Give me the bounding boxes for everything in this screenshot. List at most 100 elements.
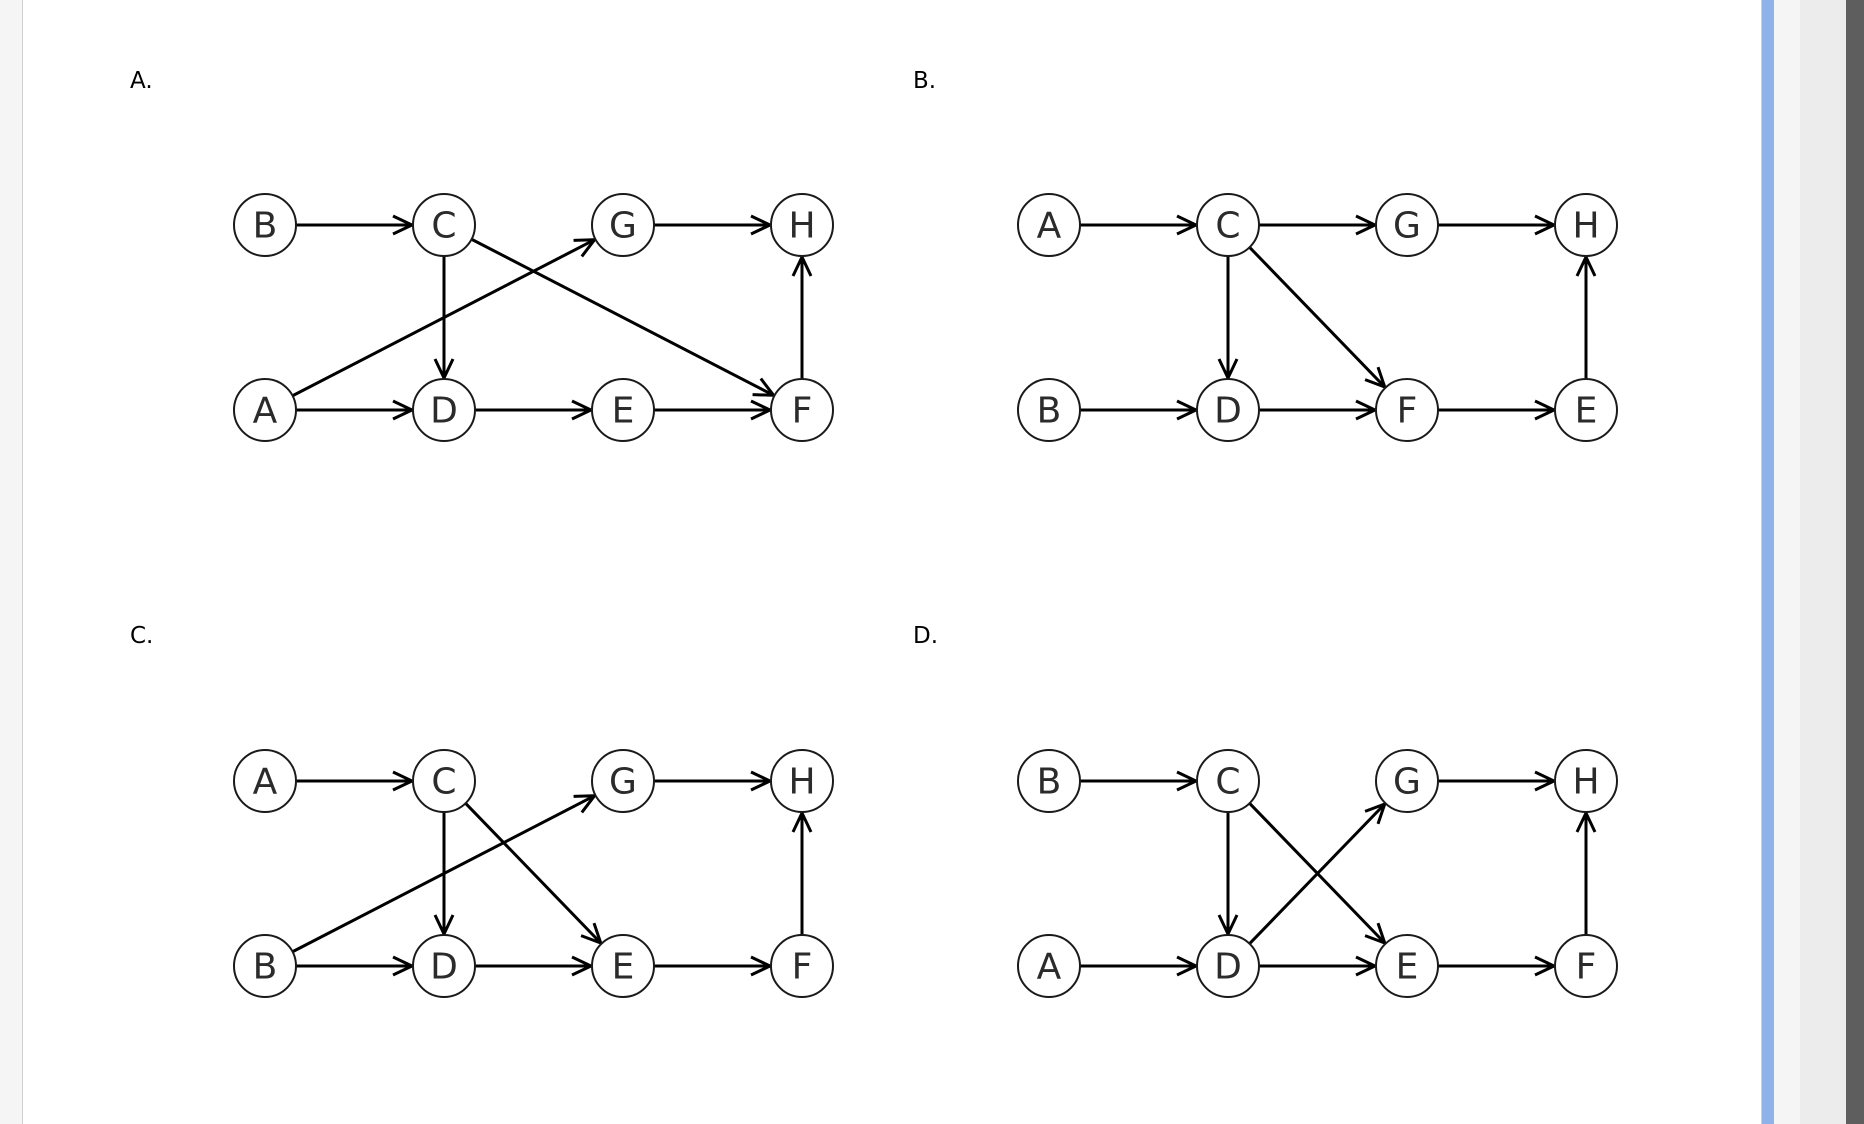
node-label-A: A: [1037, 947, 1062, 988]
node-label-B: B: [253, 206, 278, 247]
node-F: F: [770, 934, 834, 998]
edge-G-H: [654, 214, 774, 236]
node-E: E: [1554, 378, 1618, 442]
edge-C-F: [1248, 246, 1388, 390]
node-F: F: [770, 378, 834, 442]
node-label-H: H: [1572, 762, 1599, 803]
node-D: D: [412, 378, 476, 442]
edge-A-C: [296, 770, 416, 792]
node-H: H: [770, 193, 834, 257]
edge-B-C: [296, 214, 416, 236]
node-B: B: [1017, 749, 1081, 813]
node-label-B: B: [1037, 762, 1062, 803]
node-label-D: D: [430, 391, 458, 432]
edge-G-H: [654, 770, 774, 792]
node-C: C: [412, 193, 476, 257]
node-C: C: [1196, 193, 1260, 257]
node-C: C: [1196, 749, 1260, 813]
edge-A-C: [1080, 214, 1200, 236]
option-b-label: B.: [913, 68, 937, 94]
node-D: D: [1196, 378, 1260, 442]
edge-D-E: [475, 955, 595, 977]
edge-C-D: [1217, 812, 1239, 938]
edge-C-G: [1259, 214, 1379, 236]
node-E: E: [591, 378, 655, 442]
page-edge-highlight: [1762, 0, 1774, 1124]
option-a-label: A.: [130, 68, 153, 94]
node-label-G: G: [609, 206, 637, 247]
node-label-B: B: [1037, 391, 1062, 432]
node-label-F: F: [1576, 947, 1597, 988]
node-label-F: F: [792, 947, 813, 988]
node-label-H: H: [788, 206, 815, 247]
edge-E-F: [654, 955, 774, 977]
edge-C-F: [470, 237, 777, 397]
node-label-D: D: [1214, 391, 1242, 432]
edge-E-H: [1575, 253, 1597, 379]
node-label-E: E: [612, 947, 635, 988]
edge-F-E: [1438, 399, 1558, 421]
option-d-label: D.: [913, 623, 939, 649]
node-G: G: [1375, 193, 1439, 257]
edge-B-D: [1080, 399, 1200, 421]
node-G: G: [1375, 749, 1439, 813]
option-b-graph: A C G H B D F E: [1017, 193, 1618, 442]
option-a-graph: B C G H A D E F: [233, 193, 834, 442]
document-page: [22, 0, 1762, 1124]
node-F: F: [1375, 378, 1439, 442]
node-label-F: F: [792, 391, 813, 432]
node-H: H: [1554, 749, 1618, 813]
node-E: E: [1375, 934, 1439, 998]
edge-B-D: [296, 955, 416, 977]
edge-B-G: [291, 794, 598, 954]
node-label-E: E: [612, 391, 635, 432]
edge-D-E: [1259, 955, 1379, 977]
node-A: A: [233, 378, 297, 442]
node-label-H: H: [788, 762, 815, 803]
node-label-C: C: [1215, 206, 1240, 247]
node-A: A: [233, 749, 297, 813]
node-label-A: A: [253, 762, 278, 803]
edge-C-E: [464, 802, 604, 946]
node-C: C: [412, 749, 476, 813]
option-c-label: C.: [130, 623, 154, 649]
node-F: F: [1554, 934, 1618, 998]
edge-D-E: [475, 399, 595, 421]
edge-D-G: [1248, 801, 1388, 945]
option-d-graph: B C G H A D E F: [1017, 749, 1618, 998]
node-B: B: [1017, 378, 1081, 442]
node-G: G: [591, 193, 655, 257]
node-label-E: E: [1575, 391, 1598, 432]
edge-G-H: [1438, 214, 1558, 236]
node-label-B: B: [253, 947, 278, 988]
edge-B-C: [1080, 770, 1200, 792]
node-label-C: C: [1215, 762, 1240, 803]
node-label-D: D: [430, 947, 458, 988]
node-H: H: [770, 749, 834, 813]
option-c-graph: A C G H B D E F: [233, 749, 834, 998]
edge-F-H: [791, 253, 813, 379]
node-A: A: [1017, 934, 1081, 998]
node-label-H: H: [1572, 206, 1599, 247]
edge-A-D: [296, 399, 416, 421]
node-label-G: G: [1393, 206, 1421, 247]
node-D: D: [412, 934, 476, 998]
node-B: B: [233, 934, 297, 998]
node-label-A: A: [1037, 206, 1062, 247]
node-label-C: C: [431, 206, 456, 247]
node-label-C: C: [431, 762, 456, 803]
scrollbar-thumb[interactable]: [1846, 0, 1864, 1124]
edge-F-H: [791, 809, 813, 935]
node-B: B: [233, 193, 297, 257]
node-label-F: F: [1397, 391, 1418, 432]
node-D: D: [1196, 934, 1260, 998]
edge-F-H: [1575, 809, 1597, 935]
edge-E-F: [654, 399, 774, 421]
node-label-E: E: [1396, 947, 1419, 988]
edge-A-G: [291, 238, 598, 398]
node-E: E: [591, 934, 655, 998]
node-label-D: D: [1214, 947, 1242, 988]
node-label-G: G: [1393, 762, 1421, 803]
node-G: G: [591, 749, 655, 813]
edge-A-D: [1080, 955, 1200, 977]
